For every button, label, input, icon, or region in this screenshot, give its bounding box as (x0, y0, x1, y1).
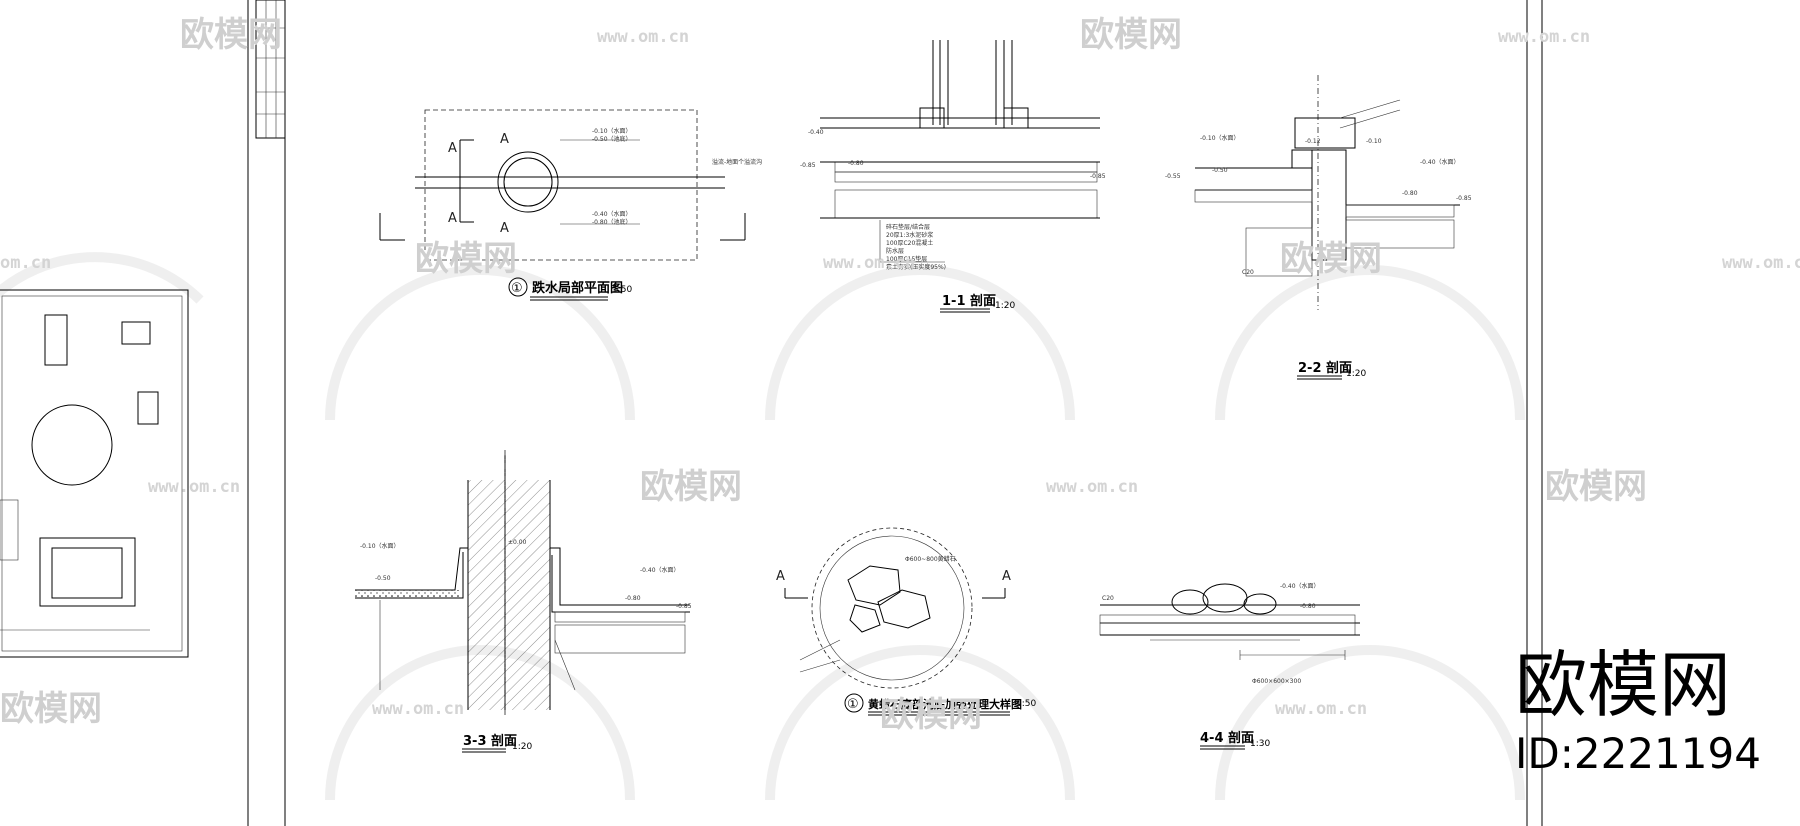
s22-elev-3: -0.55 (1165, 173, 1181, 180)
s22-scale: 1:20 (1346, 369, 1366, 379)
watermark-url-4: www.om.cn (148, 477, 240, 497)
watermark-brand-2: 欧模网 (1080, 15, 1182, 55)
brand-id-text: ID:2221194 (1515, 729, 1761, 778)
detail-section-mark-left: A (776, 569, 785, 584)
watermark-url-2: www.om.cn (1498, 27, 1590, 47)
s33-elev-6: -0.85 (676, 603, 692, 610)
watermark-brand-3: 欧模网 (415, 239, 517, 279)
s44-elev-3: -0.80 (1300, 603, 1316, 610)
watermark-url-6: www.om.cn (1722, 253, 1800, 273)
watermark-brand-5: 欧模网 (1545, 467, 1647, 507)
s11-note-4: 防水层 (886, 247, 904, 255)
watermark-url-7: www.om.cn (372, 699, 464, 719)
s44-elev-1: C20 (1102, 595, 1114, 602)
detail-drawing (784, 527, 1006, 689)
plan-title-block (508, 277, 608, 301)
plan-note-5: 溢流-地面个溢流沟 (712, 158, 762, 166)
plan-section-mark-bottom: A (500, 221, 509, 236)
s22-elev-8: -0.85 (1456, 195, 1472, 202)
s11-note-3: 100厚C20混凝土 (886, 239, 933, 247)
detail-section-mark-right: A (1002, 569, 1011, 584)
plan-note-3: -0.40（水面） (592, 210, 632, 218)
s11-elev-1: -0.40 (808, 129, 824, 136)
s33-elev-2: -0.50 (375, 575, 391, 582)
s33-title-underline (462, 748, 506, 753)
s22-elev-2: -0.50 (1212, 167, 1228, 174)
watermark-url-8: www.om.cn (1275, 699, 1367, 719)
s11-note-1: 碎石垫层/结合层 (886, 223, 930, 231)
detail-note-1: Φ600~800黄蜡石 (905, 555, 956, 563)
detail-scale: 1:50 (1016, 699, 1036, 709)
s11-elev-4: -0.85 (1090, 173, 1106, 180)
plan-drawing (379, 109, 746, 261)
s11-note-5: 100厚C15垫层 (886, 255, 927, 263)
s22-elev-9: C20 (1242, 269, 1254, 276)
watermark-url-partial: om.cn (0, 253, 51, 273)
s22-title: 2-2 剖面 (1298, 360, 1352, 376)
watermarks: 欧模网 欧模网 欧模网 欧模网 欧模网 欧模网 欧模网 欧模网 www.om.c… (0, 15, 1800, 735)
s44-title: 4-4 剖面 (1200, 730, 1254, 746)
section-2-2-drawing (1194, 75, 1460, 310)
detail-title: 黄蜡石底部池底加强处理大样图 (868, 697, 1022, 711)
s11-note-6: 素土夯实(压实度95%) (886, 263, 946, 271)
plan-index: ① (511, 281, 523, 296)
plan-section-mark-left-bottom: A (448, 211, 457, 226)
s44-scale: 1:30 (1250, 739, 1270, 749)
detail-title-block (844, 693, 1010, 716)
s33-scale: 1:20 (512, 742, 532, 752)
watermark-brand-7: 欧模网 (0, 689, 102, 729)
section-3-3-drawing (355, 450, 690, 715)
sheet-frame (247, 0, 1543, 826)
detail-index: ① (847, 697, 859, 712)
watermark-brand-8: 欧模网 (880, 695, 982, 735)
s33-elev-3: ±0.00 (508, 539, 527, 546)
s22-title-underline (1297, 375, 1342, 380)
s22-elev-6: -0.40（水面） (1420, 158, 1460, 166)
s33-title: 3-3 剖面 (463, 733, 517, 749)
s11-note-2: 20厚1:3水泥砂浆 (886, 231, 933, 239)
watermark-brand-4: 欧模网 (640, 467, 742, 507)
watermark-url-1: www.om.cn (597, 27, 689, 47)
watermark-brand-6: 欧模网 (1280, 239, 1382, 279)
s22-elev-5: -0.10 (1366, 138, 1382, 145)
s11-elev-3: -0.85 (800, 162, 816, 169)
brand-logo-text: 欧模网 (1515, 643, 1731, 727)
s11-title: 1-1 剖面 (942, 293, 996, 309)
plan-note-2: -0.50（池底） (592, 135, 632, 143)
plan-note-1: -0.10（水面） (592, 127, 632, 135)
watermark-url-3: www.om.cn (823, 253, 915, 273)
s22-elev-4: -0.12 (1305, 138, 1321, 145)
section-1-1-drawing (820, 40, 1100, 263)
plan-scale: 1:50 (612, 285, 632, 295)
s33-elev-5: -0.80 (625, 595, 641, 602)
s22-elev-1: -0.10（水面） (1200, 134, 1240, 142)
watermark-brand-1: 欧模网 (180, 15, 282, 55)
s44-elev-2: -0.40（水面） (1280, 582, 1320, 590)
s44-elev-4: Φ600×600×300 (1252, 678, 1301, 685)
plan-note-4: -0.80（池底） (592, 218, 632, 226)
section-4-4-drawing (1099, 583, 1360, 660)
watermark-arcs (0, 252, 1525, 801)
s33-elev-1: -0.10（水面） (360, 542, 400, 550)
s11-scale: 1:20 (995, 301, 1015, 311)
watermark-url-5: www.om.cn (1046, 477, 1138, 497)
neighbour-sheet (0, 289, 189, 658)
s22-elev-7: -0.80 (1402, 190, 1418, 197)
plan-title: 跌水局部平面图 (532, 280, 623, 296)
s44-title-underline (1200, 745, 1245, 750)
s11-elev-2: -0.80 (848, 160, 864, 167)
s33-elev-4: -0.40（水面） (640, 566, 680, 574)
plan-section-mark-top: A (500, 132, 509, 147)
s11-title-underline (940, 308, 990, 313)
plan-section-mark-left: A (448, 141, 457, 156)
